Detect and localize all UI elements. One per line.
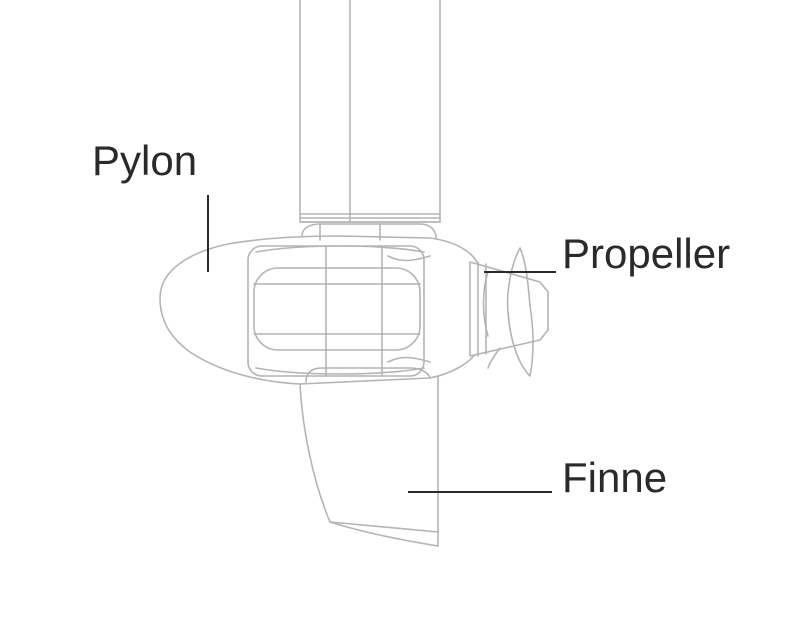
shaft xyxy=(299,0,441,223)
propeller-label: Propeller xyxy=(562,230,730,277)
propeller xyxy=(469,247,549,377)
fin-label: Finne xyxy=(562,454,667,501)
motor-pod xyxy=(159,223,479,385)
pylon-label: Pylon xyxy=(92,137,197,184)
fin xyxy=(299,371,439,547)
